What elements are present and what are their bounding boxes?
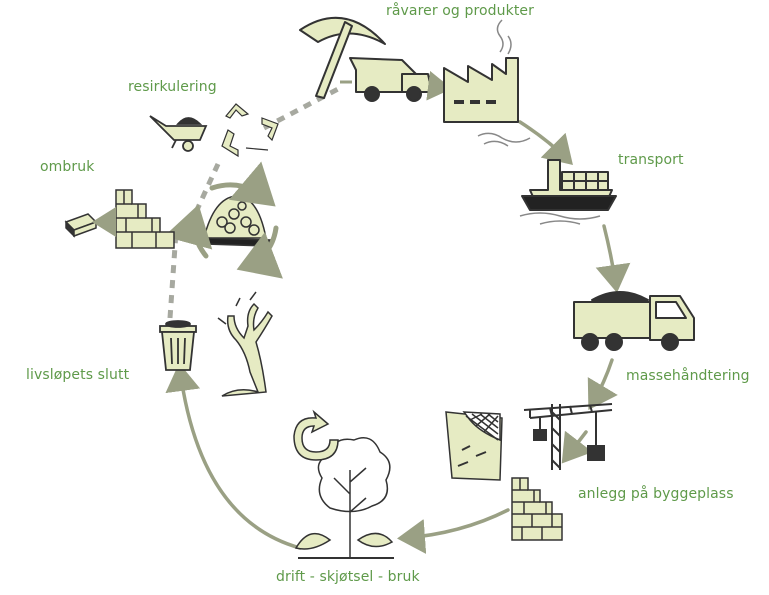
arrow-truck-to-crane bbox=[587, 358, 618, 411]
flow-arrows bbox=[165, 120, 631, 554]
stage-label-transport: transport bbox=[618, 152, 684, 168]
stage-label-operate: drift - skjøtsel - bruk bbox=[276, 569, 420, 585]
arrow-crane-to-wall bbox=[561, 430, 593, 464]
dead-tree-icon bbox=[217, 291, 273, 397]
stage-label-mass: massehåndtering bbox=[626, 368, 750, 384]
stage-label-build: anlegg på byggeplass bbox=[578, 486, 734, 502]
arrow-operate-to-eol bbox=[165, 363, 302, 550]
circular-arrows-icon bbox=[163, 161, 283, 279]
crane-icon bbox=[523, 403, 613, 470]
wheelbarrow-icon bbox=[149, 115, 208, 152]
factory-icon bbox=[443, 19, 531, 147]
arrow-ship-to-truck bbox=[595, 224, 631, 293]
recycle-icon bbox=[221, 103, 279, 158]
brick-wall-icon bbox=[511, 477, 563, 541]
trash-bin-icon bbox=[159, 320, 197, 371]
seedling-icon bbox=[294, 532, 394, 559]
rubble-pile-icon bbox=[202, 195, 272, 247]
brick-icon bbox=[64, 207, 116, 238]
tree-icon bbox=[317, 437, 391, 558]
stage-label-reuse: ombruk bbox=[40, 159, 95, 175]
stage-label-eol: livsløpets slutt bbox=[26, 367, 130, 383]
stage-label-recycle: resirkulering bbox=[128, 79, 217, 95]
cycle-arrow-icon bbox=[293, 409, 339, 461]
truck-icon bbox=[573, 291, 695, 351]
ship-icon bbox=[519, 159, 617, 225]
brick-stack-icon bbox=[115, 189, 175, 249]
stage-label-raw: råvarer og produkter bbox=[386, 3, 534, 19]
pickaxe-icon bbox=[299, 16, 386, 99]
mesh-slope-icon bbox=[445, 411, 503, 481]
arrow-factory-to-ship bbox=[518, 120, 573, 165]
dump-truck-icon bbox=[340, 57, 452, 102]
arrow-build-to-operate bbox=[397, 508, 510, 554]
